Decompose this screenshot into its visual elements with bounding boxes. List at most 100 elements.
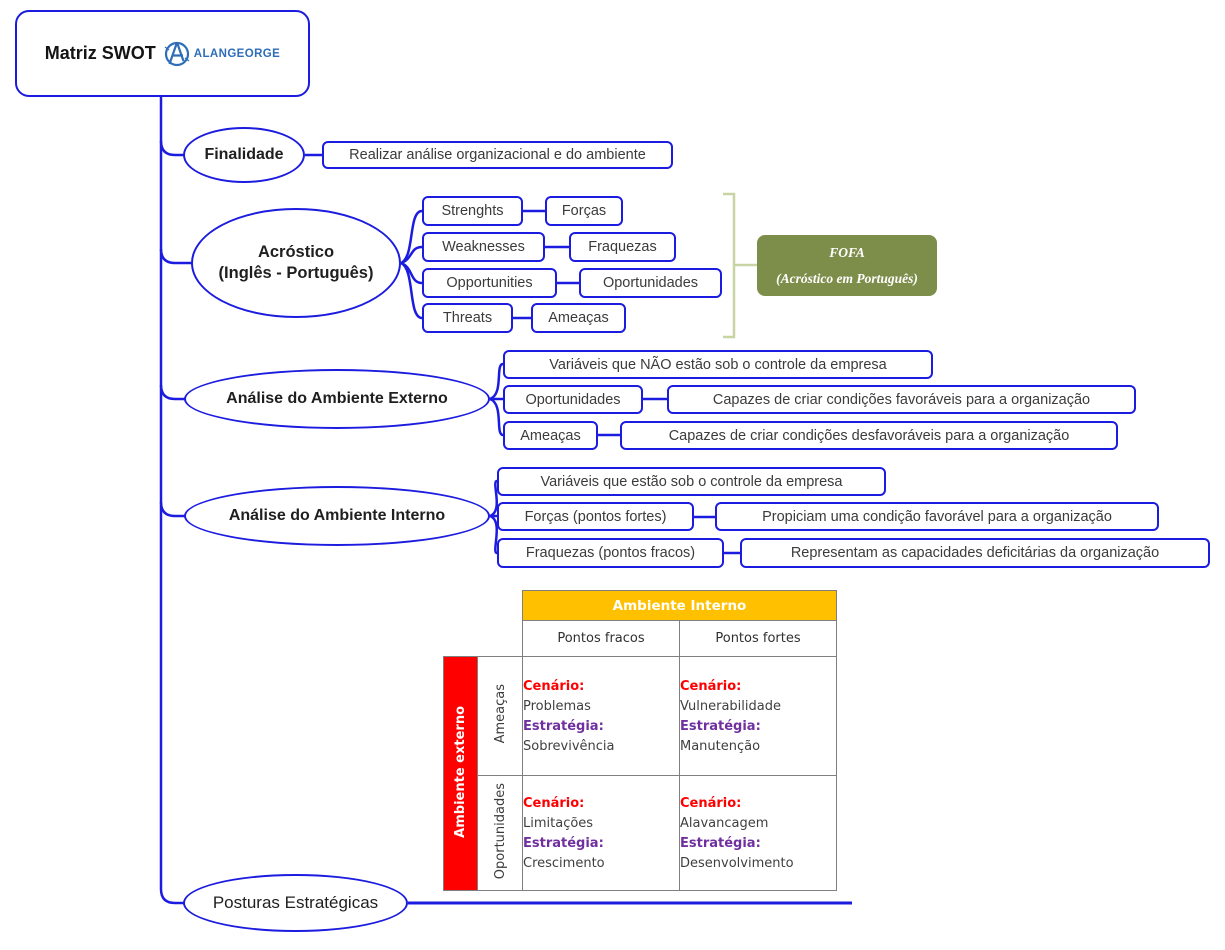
estrategia-value: Desenvolvimento	[680, 855, 794, 871]
externo-note-label: Variáveis que NÃO estão sob o controle d…	[549, 356, 887, 373]
fofa-line1: FOFA	[829, 244, 865, 260]
node-strenghts: Strenghts	[422, 196, 523, 226]
matrix-cell-ameacas-fortes: Cenário: Vulnerabilidade Estratégia: Man…	[679, 656, 837, 776]
node-posturas-estrategicas: Posturas Estratégicas	[183, 874, 408, 932]
branch-externo-line	[159, 384, 185, 401]
pontos-fortes-label: Pontos fortes	[715, 631, 801, 646]
interno-fraquezas-label: Fraquezas (pontos fracos)	[525, 545, 696, 561]
externo-oportunidades-desc-label: Capazes de criar condições favoráveis pa…	[712, 391, 1091, 408]
node-fraquezas: Fraquezas	[569, 232, 676, 262]
node-ambiente-interno: Análise do Ambiente Interno	[184, 486, 490, 546]
cenario-value: Alavancagem	[680, 815, 769, 831]
oportunidades-vertical-label: Oportunidades	[492, 782, 508, 880]
node-opportunities: Opportunities	[422, 268, 557, 298]
node-finalidade-detail: Realizar análise organizacional e do amb…	[322, 141, 673, 169]
node-weaknesses: Weaknesses	[422, 232, 545, 262]
branch-finalidade-line	[159, 140, 184, 157]
finalidade-detail-label: Realizar análise organizacional e do amb…	[349, 147, 646, 163]
matrix-row-oportunidades: Oportunidades	[477, 775, 523, 891]
trunk-line	[159, 97, 184, 905]
externo-fan-3	[489, 397, 504, 437]
swot-matrix: Ambiente Interno Pontos fracos Pontos fo…	[443, 590, 837, 891]
fraquezas-label: Fraquezas	[588, 239, 657, 255]
ambiente-externo-label: Análise do Ambiente Externo	[226, 390, 448, 407]
cenario-label: Cenário:	[680, 795, 742, 811]
acrostico-fan-1	[400, 209, 423, 265]
interno-fan-3	[489, 514, 499, 555]
node-acrostico-label-line2: (Inglês - Português)	[218, 264, 374, 282]
node-threats: Threats	[422, 303, 513, 333]
ambiente-interno-label: Análise do Ambiente Interno	[228, 507, 446, 524]
node-externo-ameacas-desc: Capazes de criar condições desfavoráveis…	[620, 421, 1118, 450]
cenario-label: Cenário:	[523, 795, 585, 811]
cenario-value: Problemas	[523, 698, 591, 714]
externo-fan-1	[489, 362, 504, 401]
node-finalidade-label: Finalidade	[204, 146, 284, 163]
cenario-label: Cenário:	[523, 678, 585, 694]
cenario-value: Limitações	[523, 815, 594, 831]
ameacas-label: Ameaças	[548, 310, 609, 326]
threats-label: Threats	[442, 310, 493, 326]
node-interno-note: Variáveis que estão sob o controle da em…	[497, 467, 886, 496]
node-externo-note: Variáveis que NÃO estão sob o controle d…	[503, 350, 933, 379]
interno-fan-1	[489, 479, 499, 518]
weaknesses-label: Weaknesses	[442, 239, 525, 255]
opportunities-label: Opportunities	[446, 275, 533, 291]
interno-forcas-desc-label: Propiciam uma condição favorável para a …	[762, 508, 1112, 525]
fofa-bracket	[723, 192, 736, 339]
estrategia-value: Sobrevivência	[523, 738, 615, 754]
matrix-col-pontos-fortes: Pontos fortes	[679, 620, 837, 657]
externo-oportunidades-label: Oportunidades	[525, 391, 621, 408]
cenario-label: Cenário:	[680, 678, 742, 694]
estrategia-label: Estratégia:	[680, 718, 761, 734]
node-externo-oportunidades: Oportunidades	[503, 385, 643, 414]
node-interno-forcas-desc: Propiciam uma condição favorável para a …	[715, 502, 1159, 531]
externo-ameacas-label: Ameaças	[520, 427, 581, 444]
strenghts-label: Strenghts	[441, 203, 504, 219]
acrostico-fan-4	[400, 261, 423, 320]
matrix-cell-oportunidades-fracos: Cenário: Limitações Estratégia: Crescime…	[522, 775, 680, 891]
node-oportunidades: Oportunidades	[579, 268, 722, 298]
cenario-value: Vulnerabilidade	[680, 698, 781, 714]
node-externo-ameacas: Ameaças	[503, 421, 598, 450]
swot-matrix-table: Ambiente Interno Pontos fracos Pontos fo…	[443, 590, 837, 891]
interno-fraquezas-desc-label: Representam as capacidades deficitárias …	[790, 545, 1160, 561]
matrix-col-pontos-fracos: Pontos fracos	[522, 620, 680, 657]
node-interno-fraquezas-desc: Representam as capacidades deficitárias …	[740, 538, 1210, 568]
forcas-label: Forças	[561, 203, 607, 219]
matrix-cell-ameacas-fracos: Cenário: Problemas Estratégia: Sobrevivê…	[522, 656, 680, 776]
acrostico-fan-3	[400, 261, 423, 285]
matrix-cell-oportunidades-fortes: Cenário: Alavancagem Estratégia: Desenvo…	[679, 775, 837, 891]
node-externo-oportunidades-desc: Capazes de criar condições favoráveis pa…	[667, 385, 1136, 414]
fofa-line2: (Acróstico em Português)	[776, 270, 918, 286]
node-acrostico: Acróstico (Inglês - Português)	[191, 208, 401, 318]
estrategia-value: Crescimento	[523, 855, 605, 871]
estrategia-label: Estratégia:	[523, 835, 604, 851]
branch-acrostico-line	[159, 248, 192, 265]
estrategia-value: Manutenção	[680, 738, 761, 754]
alangeorge-logo: ALANGEORGE	[162, 39, 280, 69]
alangeorge-logo-icon	[164, 41, 190, 66]
posturas-label: Posturas Estratégicas	[212, 893, 379, 913]
node-acrostico-label-line1: Acróstico	[257, 243, 335, 262]
matrix-row-ameacas: Ameaças	[477, 656, 523, 776]
ameacas-vertical-label: Ameaças	[492, 684, 508, 744]
ambiente-externo-vertical-label: Ambiente externo	[453, 705, 468, 838]
root-node-matriz-swot: Matriz SWOT ALANGEORGE	[15, 10, 310, 97]
matrix-header-ambiente-interno: Ambiente Interno	[522, 590, 837, 621]
node-fofa: FOFA (Acróstico em Português)	[757, 235, 937, 296]
node-forcas: Forças	[545, 196, 623, 226]
node-finalidade: Finalidade	[183, 127, 305, 183]
estrategia-label: Estratégia:	[680, 835, 761, 851]
node-interno-forcas: Forças (pontos fortes)	[497, 502, 694, 531]
oportunidades-label: Oportunidades	[602, 275, 699, 291]
root-title: Matriz SWOT	[44, 43, 156, 63]
estrategia-label: Estratégia:	[523, 718, 604, 734]
interno-note-label: Variáveis que estão sob o controle da em…	[540, 473, 843, 490]
branch-interno-line	[159, 501, 185, 518]
node-interno-fraquezas: Fraquezas (pontos fracos)	[497, 538, 724, 568]
externo-ameacas-desc-label: Capazes de criar condições desfavoráveis…	[668, 427, 1070, 444]
acrostico-fan-2	[400, 245, 423, 265]
matrix-header-label: Ambiente Interno	[612, 597, 747, 614]
